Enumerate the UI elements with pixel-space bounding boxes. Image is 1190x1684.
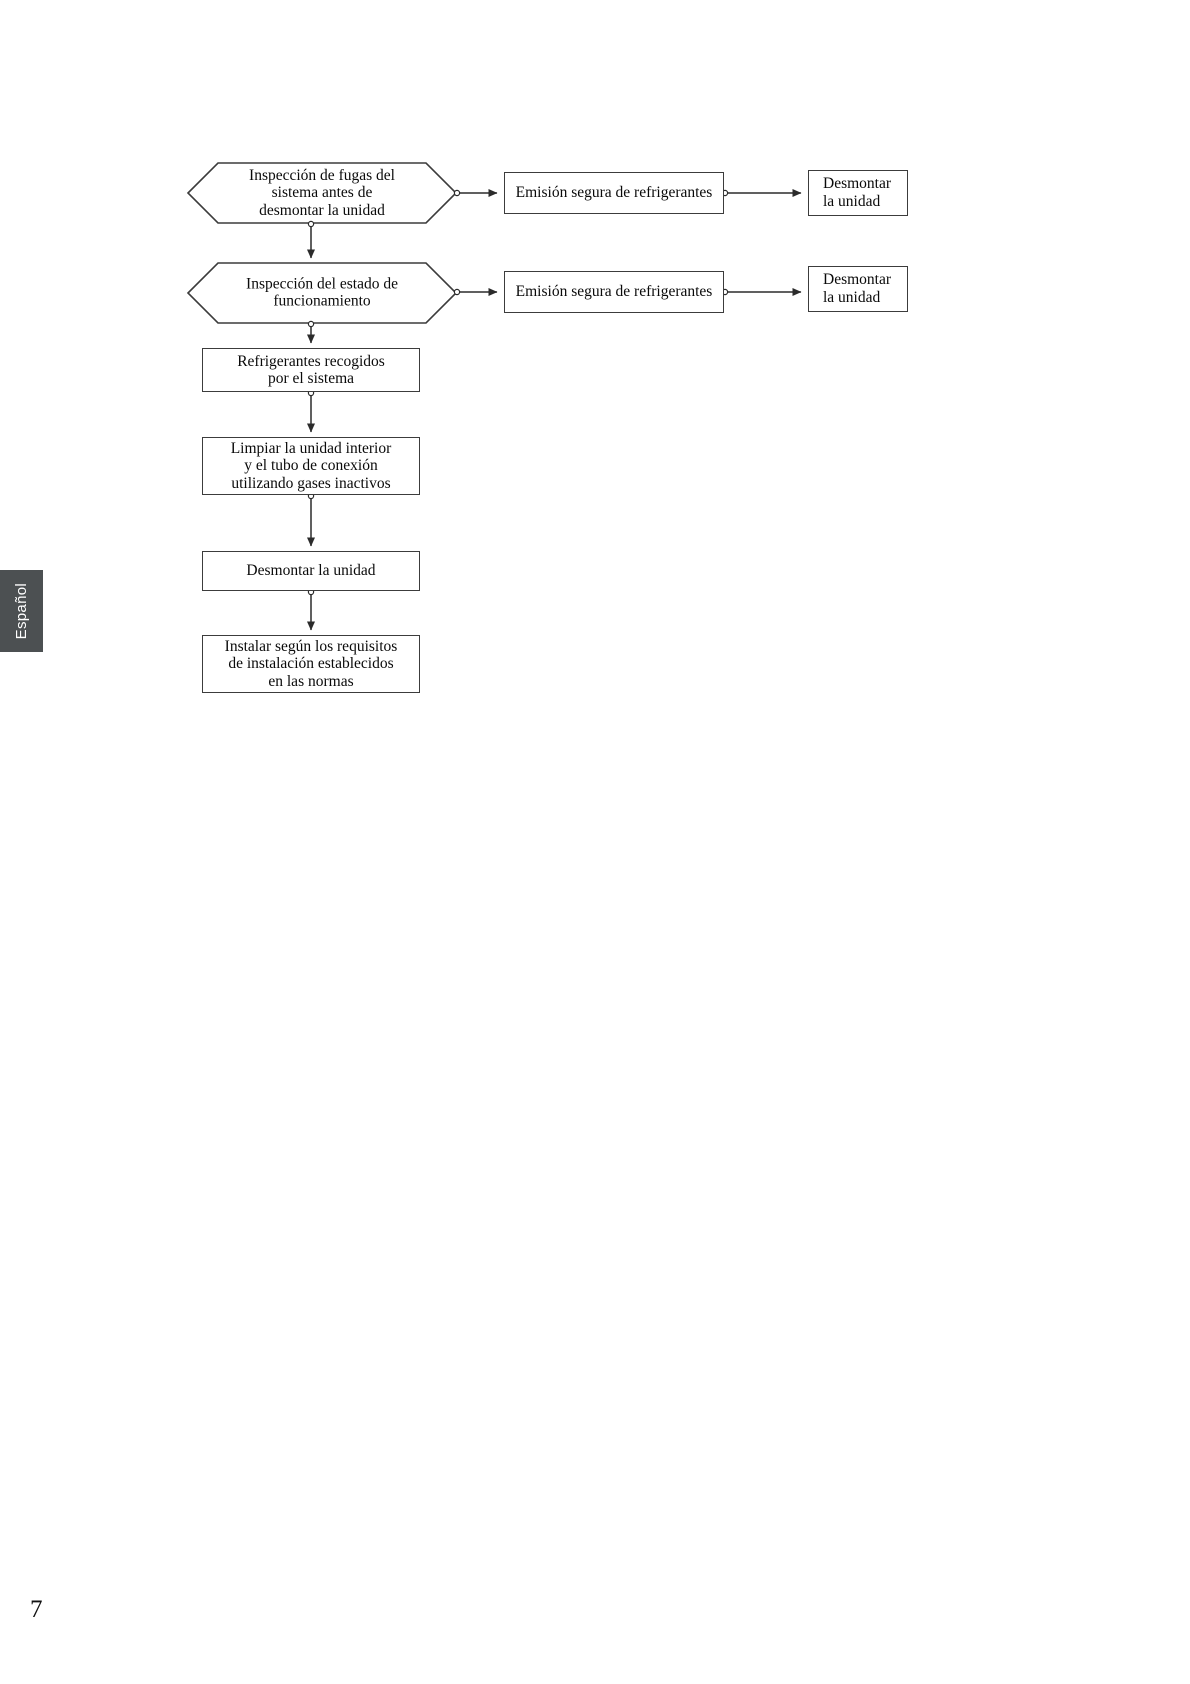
- collected-line-2: por el sistema: [267, 370, 355, 387]
- connector-start-dot-3: [307, 220, 315, 228]
- process-node-safe-refrigerant-release-2: Emisión segura de refrigerantes: [504, 271, 724, 313]
- clean-line-3: utilizando gases inactivos: [231, 474, 391, 492]
- hex1-line-1: Inspección de fugas del: [249, 166, 395, 184]
- decision-node-leak-inspection-label: Inspección de fugas del sistema antes de…: [188, 167, 456, 219]
- process-node-install-per-requirements-label: Instalar según los requisitos de instala…: [219, 638, 404, 690]
- dismantle1-line-1: Desmontar: [823, 175, 892, 193]
- language-side-tab: Español: [0, 570, 43, 652]
- hex2-line-2: funcionamiento: [273, 293, 371, 310]
- install-line-1: Instalar según los requisitos: [224, 637, 398, 655]
- dismantle2-line-2: la unidad: [823, 289, 881, 306]
- connector-start-dot-1: [453, 189, 461, 197]
- clean-line-1: Limpiar la unidad interior: [230, 439, 392, 457]
- install-line-2: de instalación establecidos: [228, 655, 394, 673]
- decision-node-operating-state-inspection: Inspección del estado de funcionamiento: [188, 263, 456, 323]
- page-number: 7: [30, 1596, 43, 1623]
- process-node-clean-indoor-unit: Limpiar la unidad interior y el tubo de …: [202, 437, 420, 495]
- hex1-line-2: sistema antes de: [271, 184, 373, 202]
- dismantle2-line-1: Desmontar: [823, 271, 892, 289]
- connector-start-dot-4: [453, 288, 461, 296]
- decision-node-leak-inspection: Inspección de fugas del sistema antes de…: [188, 163, 456, 223]
- process-node-safe-refrigerant-release-1: Emisión segura de refrigerantes: [504, 172, 724, 214]
- process-node-safe-refrigerant-release-1-label: Emisión segura de refrigerantes: [515, 184, 713, 202]
- process-node-dismantle-unit-2: Desmontar la unidad: [808, 266, 908, 312]
- install-line-3: en las normas: [268, 672, 354, 690]
- connector-start-dot-6: [307, 320, 315, 328]
- process-node-refrigerants-collected: Refrigerantes recogidos por el sistema: [202, 348, 420, 392]
- process-node-dismantle-unit-1: Desmontar la unidad: [808, 170, 908, 216]
- clean-line-2: y el tubo de conexión: [244, 457, 378, 475]
- process-node-dismantle-unit-main: Desmontar la unidad: [202, 551, 420, 591]
- collected-line-1: Refrigerantes recogidos: [237, 352, 385, 370]
- process-node-dismantle-unit-2-label: Desmontar la unidad: [809, 271, 907, 306]
- process-node-refrigerants-collected-label: Refrigerantes recogidos por el sistema: [231, 353, 391, 388]
- decision-node-operating-state-inspection-label: Inspección del estado de funcionamiento: [188, 276, 456, 311]
- hex2-line-1: Inspección del estado de: [246, 275, 398, 293]
- dismantle1-line-2: la unidad: [823, 193, 881, 210]
- process-node-install-per-requirements: Instalar según los requisitos de instala…: [202, 635, 420, 693]
- process-node-safe-refrigerant-release-2-label: Emisión segura de refrigerantes: [515, 283, 713, 301]
- process-node-dismantle-unit-1-label: Desmontar la unidad: [809, 175, 907, 210]
- hex1-line-3: desmontar la unidad: [259, 201, 385, 219]
- process-node-dismantle-unit-main-label: Desmontar la unidad: [246, 562, 376, 580]
- process-node-clean-indoor-unit-label: Limpiar la unidad interior y el tubo de …: [225, 440, 398, 492]
